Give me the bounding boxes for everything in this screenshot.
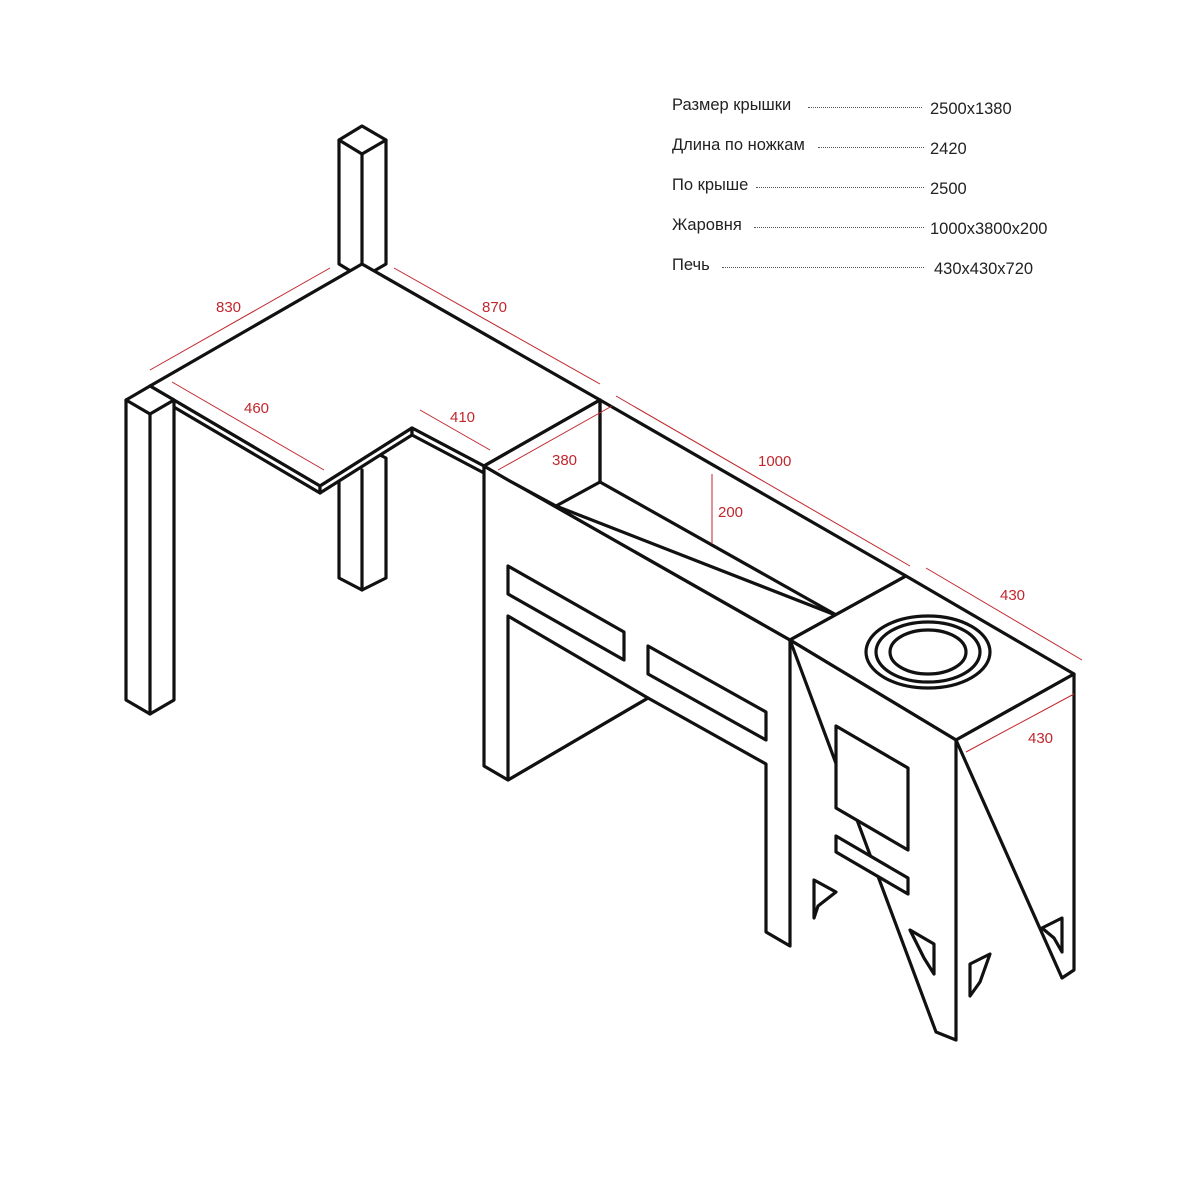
spec-leader bbox=[754, 227, 924, 228]
spec-label: Жаровня bbox=[672, 216, 748, 235]
dim-line-410 bbox=[419, 409, 491, 451]
specifications-list: Размер крышки 2500х1380 Длина по ножкам … bbox=[672, 96, 1092, 296]
spec-row-roof: По крыше 2500 bbox=[672, 176, 1092, 216]
spec-leader bbox=[808, 107, 922, 108]
spec-value: 2420 bbox=[930, 140, 967, 158]
stove bbox=[788, 574, 1076, 1042]
dim-line-870 bbox=[393, 267, 601, 385]
dim-label-380: 380 bbox=[552, 452, 577, 469]
spec-label: Печь bbox=[672, 256, 716, 275]
dim-line-430a bbox=[925, 567, 1083, 661]
spec-label: Размер крышки bbox=[672, 96, 798, 115]
dim-label-830: 830 bbox=[216, 299, 241, 316]
tabletop bbox=[148, 262, 602, 495]
dim-line-1000 bbox=[615, 395, 911, 567]
spec-row-lid: Размер крышки 2500х1380 bbox=[672, 96, 1092, 136]
spec-row-legs: Длина по ножкам 2420 bbox=[672, 136, 1092, 176]
dimension-labels: 830 870 460 410 380 200 1000 430 430 bbox=[216, 299, 1053, 747]
dim-label-1000: 1000 bbox=[758, 453, 791, 470]
spec-leader bbox=[756, 187, 924, 188]
back-leg bbox=[337, 124, 388, 280]
dim-label-200: 200 bbox=[718, 504, 743, 521]
spec-value: 1000х3800х200 bbox=[930, 220, 1048, 238]
dim-label-410: 410 bbox=[450, 409, 475, 426]
dim-line-460 bbox=[171, 381, 325, 471]
dim-line-830 bbox=[149, 267, 331, 371]
dim-line-430b bbox=[965, 693, 1075, 753]
dim-label-430-length: 430 bbox=[1000, 587, 1025, 604]
dim-label-430-width: 430 bbox=[1028, 730, 1053, 747]
dim-label-460: 460 bbox=[244, 400, 269, 417]
dim-line-380 bbox=[497, 405, 613, 471]
dim-label-870: 870 bbox=[482, 299, 507, 316]
spec-value: 430х430х720 bbox=[934, 260, 1034, 278]
spec-value: 2500 bbox=[930, 180, 967, 198]
spec-leader bbox=[722, 267, 924, 268]
spec-row-brazier: Жаровня 1000х3800х200 bbox=[672, 216, 1092, 256]
spec-value: 2500х1380 bbox=[930, 100, 1012, 118]
spec-label: Длина по ножкам bbox=[672, 136, 811, 155]
spec-label: По крыше bbox=[672, 176, 755, 195]
spec-row-stove: Печь 430х430х720 bbox=[672, 256, 1092, 296]
spec-leader bbox=[818, 147, 924, 148]
front-left-leg bbox=[124, 384, 176, 716]
brazier-body bbox=[482, 398, 908, 948]
dimension-lines bbox=[149, 267, 1083, 753]
